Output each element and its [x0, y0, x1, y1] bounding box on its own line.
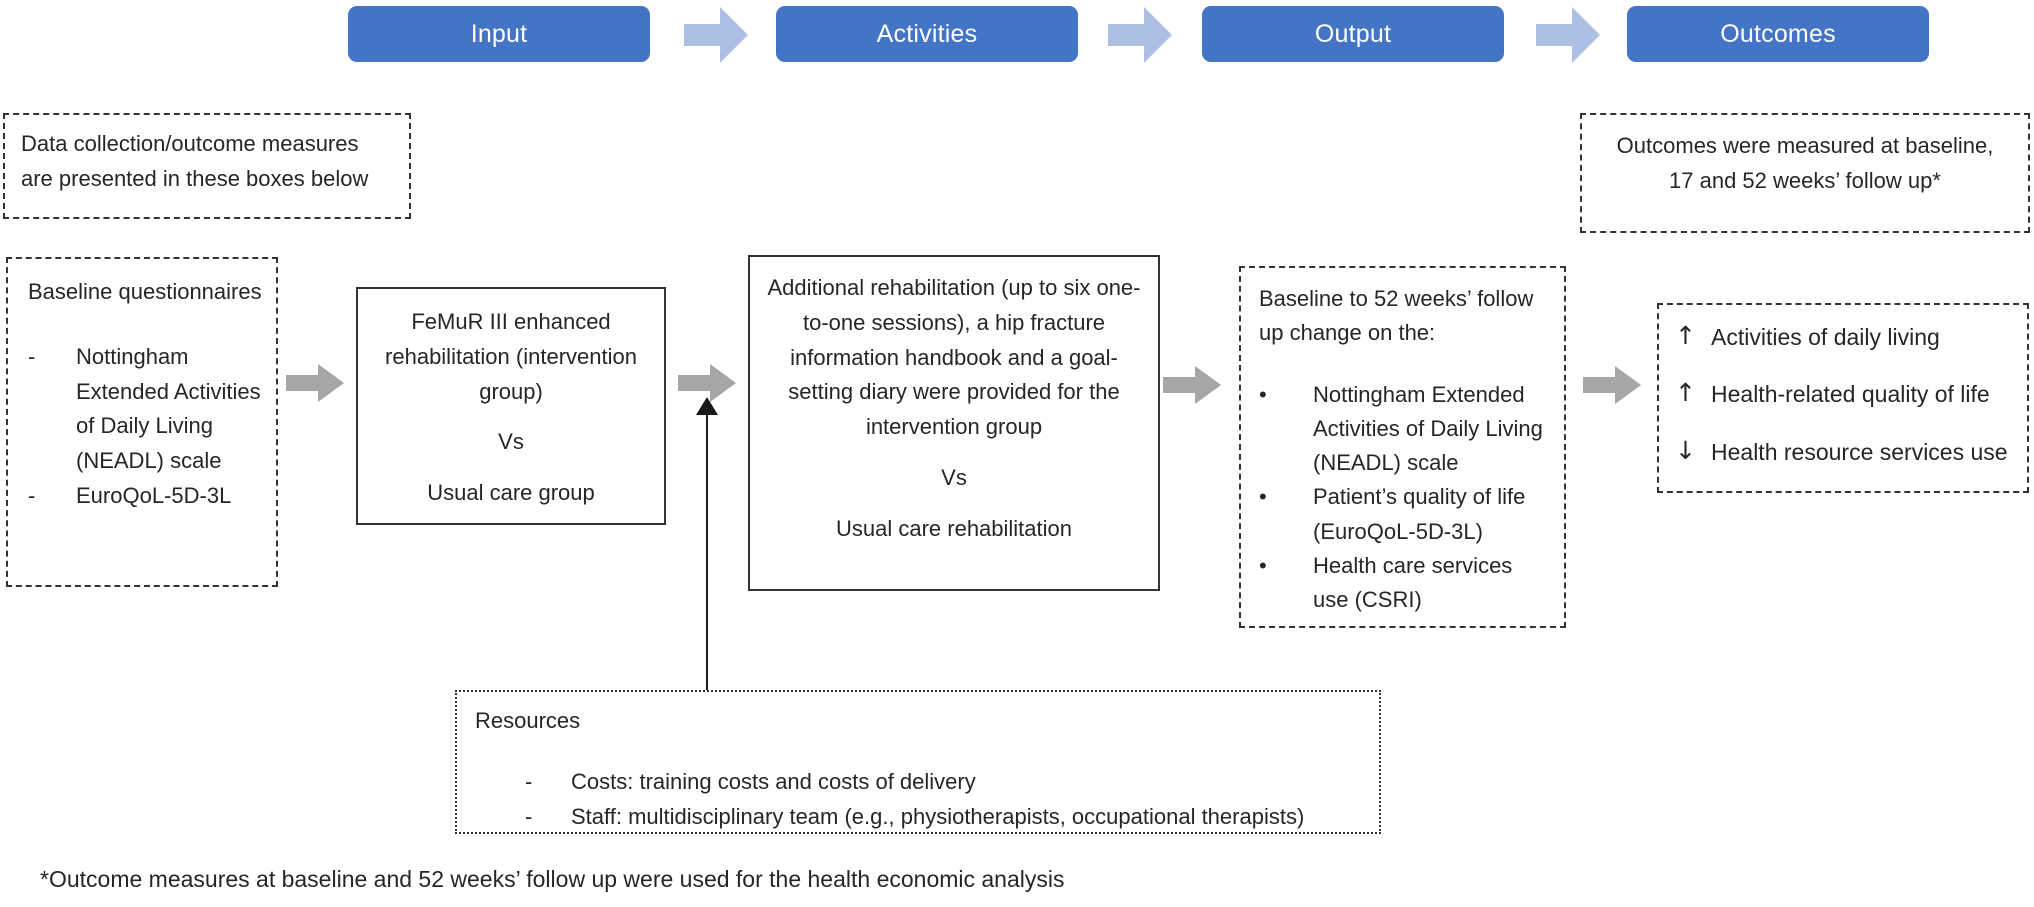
resources-box: Resources - Costs: training costs and co…	[455, 690, 1381, 834]
up-arrow-icon: ↑	[1675, 378, 1696, 408]
arrow-shaft	[286, 375, 318, 391]
outcomes-box: ↑ Activities of daily living ↑ Health-re…	[1657, 303, 2029, 493]
right-arrow-icon	[1536, 7, 1600, 63]
outcomes-measurement-note-box: Outcomes were measured at baseline, 17 a…	[1580, 113, 2030, 233]
arrow-head	[710, 364, 736, 402]
note-line: are presented in these boxes below	[21, 165, 369, 191]
list-item-text: Health care services use (CSRI)	[1313, 552, 1513, 612]
arrow-head	[1195, 366, 1221, 404]
dash-bullet: -	[525, 803, 533, 829]
stage-box-output: Output	[1202, 6, 1504, 62]
right-arrow-icon	[1108, 7, 1172, 63]
gray-right-arrow-icon	[286, 364, 344, 402]
list-item: - Nottingham Extended Activities of Dail…	[28, 340, 268, 479]
stage-box-activities: Activities	[776, 6, 1078, 62]
footnote: *Outcome measures at baseline and 52 wee…	[40, 866, 1065, 892]
arrow-shaft	[1108, 24, 1144, 46]
stage-label-activities: Activities	[876, 19, 978, 48]
note-line: Data collection/outcome measures	[21, 131, 359, 156]
versus-label: Vs	[498, 429, 524, 455]
arrow-head	[1144, 7, 1172, 63]
stage-box-input: Input	[348, 6, 650, 62]
list-item-text: Costs: training costs and costs of deliv…	[571, 768, 976, 794]
gray-right-arrow-icon	[1583, 366, 1641, 404]
activities-detail-box: Additional rehabilitation (up to six one…	[748, 255, 1160, 591]
activities-text: Additional rehabilitation (up to six one…	[767, 275, 1141, 439]
baseline-questionnaires-box: Baseline questionnaires - Nottingham Ext…	[6, 257, 278, 587]
usual-care-rehab-text: Usual care rehabilitation	[835, 515, 1073, 541]
intervention-group-box: FeMuR III enhanced rehabilitation (inter…	[356, 287, 666, 525]
list-item: - Staff: multidisciplinary team (e.g., p…	[525, 800, 1361, 835]
output-measures-box: Baseline to 52 weeks’ follow up change o…	[1239, 266, 1566, 628]
dash-bullet: -	[525, 768, 533, 794]
outcome-item: ↑ Activities of daily living	[1675, 319, 2017, 355]
list-item: - EuroQoL-5D-3L	[28, 479, 268, 514]
versus-label: Vs	[941, 464, 967, 490]
usual-care-text: Usual care group	[427, 480, 595, 505]
dot-bullet: •	[1259, 552, 1267, 578]
dash-bullet: -	[28, 482, 36, 508]
outcome-label: Activities of daily living	[1711, 324, 1940, 350]
stage-box-outcomes: Outcomes	[1627, 6, 1929, 62]
arrow-head	[720, 7, 748, 63]
stage-label-output: Output	[1314, 19, 1392, 48]
dash-bullet: -	[28, 343, 36, 369]
list-item-text: Patient’s quality of life (EuroQoL-5D-3L…	[1313, 484, 1526, 544]
list-item: • Patient’s quality of life (EuroQoL-5D-…	[1259, 480, 1552, 548]
arrow-shaft	[1536, 24, 1572, 46]
data-collection-note-box: Data collection/outcome measures are pre…	[3, 113, 411, 219]
list-item-text: Staff: multidisciplinary team (e.g., phy…	[571, 803, 1305, 829]
down-arrow-icon: ↓	[1675, 435, 1696, 465]
list-item-text: Nottingham Extended Activities of Daily …	[76, 343, 261, 473]
resources-connector-line	[706, 414, 708, 690]
arrow-shaft	[1583, 377, 1615, 393]
list-item-text: Nottingham Extended Activities of Daily …	[1313, 382, 1543, 476]
arrow-shaft	[678, 375, 710, 391]
dot-bullet: •	[1259, 484, 1267, 510]
outcome-label: Health-related quality of life	[1711, 381, 1990, 408]
list-item-text: EuroQoL-5D-3L	[76, 482, 232, 508]
gray-right-arrow-icon	[1163, 366, 1221, 404]
up-arrow-head-icon	[696, 397, 718, 415]
arrow-head	[1572, 7, 1600, 63]
baseline-box-title: Baseline questionnaires	[28, 279, 262, 304]
intervention-text: FeMuR III enhanced rehabilitation (inter…	[385, 309, 637, 404]
stage-label-input: Input	[470, 19, 528, 48]
arrow-shaft	[684, 24, 720, 46]
output-box-title: Baseline to 52 weeks’ follow up change o…	[1259, 286, 1534, 346]
note-line: 17 and 52 weeks’ follow up*	[1669, 167, 1941, 193]
arrow-shaft	[1163, 377, 1195, 393]
arrow-head	[1615, 366, 1641, 404]
outcome-label: Health resource services use	[1711, 438, 2008, 465]
resources-list: - Costs: training costs and costs of del…	[525, 765, 1361, 835]
right-arrow-icon	[684, 7, 748, 63]
list-item: - Costs: training costs and costs of del…	[525, 765, 1361, 800]
gray-right-arrow-icon	[678, 364, 736, 402]
list-item: • Health care services use (CSRI)	[1259, 549, 1552, 617]
list-item: • Nottingham Extended Activities of Dail…	[1259, 378, 1552, 480]
outcome-item: ↓ Health resource services use	[1675, 434, 2017, 470]
note-line: Outcomes were measured at baseline,	[1616, 133, 1994, 158]
outcome-item: ↑ Health-related quality of life	[1675, 376, 2017, 412]
stage-label-outcomes: Outcomes	[1720, 19, 1836, 48]
dot-bullet: •	[1259, 382, 1267, 408]
arrow-head	[318, 364, 344, 402]
up-arrow-icon: ↑	[1675, 321, 1696, 350]
resources-box-title: Resources	[475, 708, 581, 733]
